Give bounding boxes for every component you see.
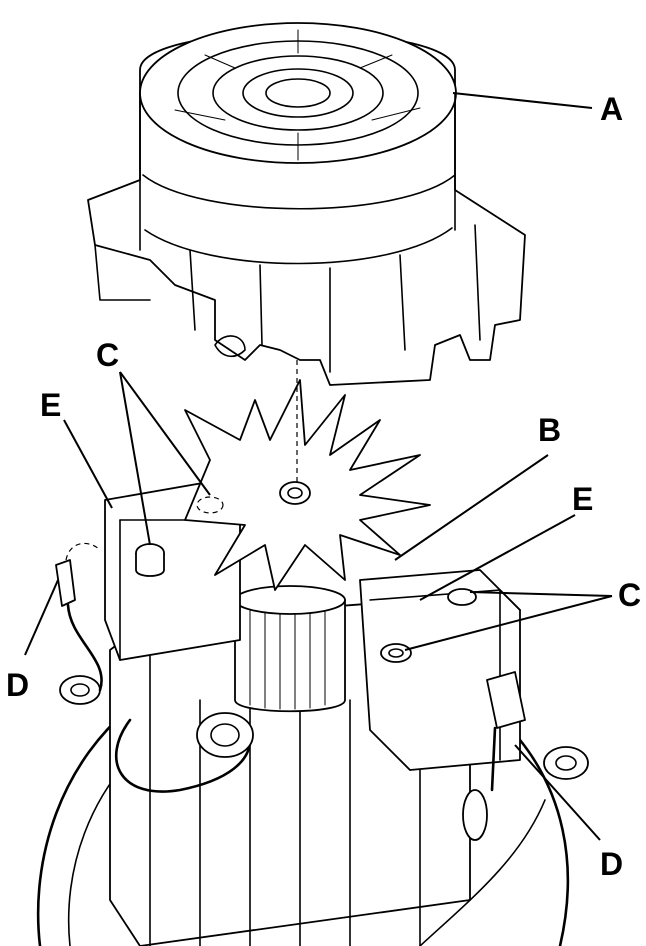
leader-e-right — [419, 514, 576, 601]
leader-b — [394, 454, 549, 561]
leader-d-left — [24, 579, 59, 656]
callout-c-left: C — [96, 337, 119, 373]
screw-right-upper — [447, 588, 477, 606]
leader-c-right-2 — [404, 595, 613, 651]
leader-e-left — [63, 419, 113, 509]
callout-d-left: D — [6, 667, 29, 703]
leader-c-right-1 — [469, 591, 613, 597]
screw-left — [135, 543, 165, 577]
leader-c-left-2 — [119, 371, 211, 496]
leader-lines — [24, 92, 613, 841]
brush-holder-right — [359, 569, 521, 771]
leader-c-left-1 — [119, 371, 151, 546]
hidden-screw-marker — [196, 496, 224, 514]
leader-a — [452, 92, 593, 109]
armature-commutator — [234, 599, 346, 713]
callout-d-right: D — [600, 846, 623, 882]
leader-d-right — [514, 744, 601, 841]
impeller-fan — [184, 360, 431, 591]
terminal-right — [462, 671, 526, 841]
fan-hub-nut — [279, 481, 311, 505]
callout-c-right: C — [618, 577, 641, 613]
base-housing — [36, 675, 589, 946]
mount-ear-right — [543, 746, 589, 780]
capacitor — [196, 712, 254, 758]
callout-b: B — [538, 412, 561, 448]
callout-e-left: E — [40, 387, 61, 423]
terminal-left — [55, 542, 103, 692]
callout-e-right: E — [572, 481, 593, 517]
motor-cover — [87, 22, 526, 386]
screw-right-lower — [380, 643, 412, 663]
mount-ear-left — [59, 675, 101, 705]
callout-a: A — [600, 91, 623, 127]
ring-terminal — [462, 789, 488, 841]
